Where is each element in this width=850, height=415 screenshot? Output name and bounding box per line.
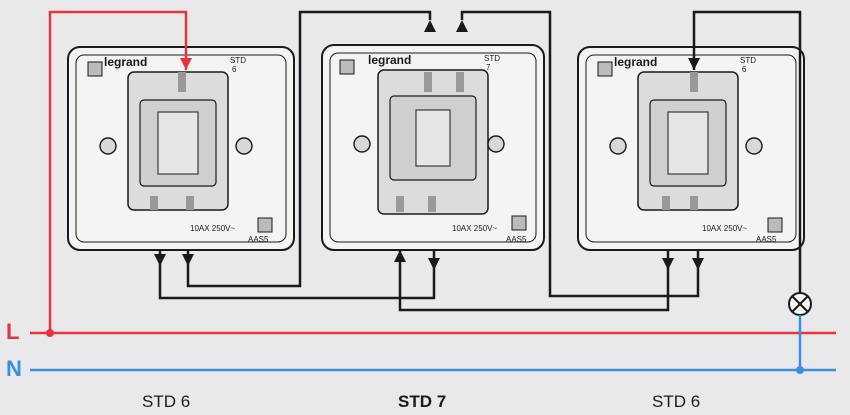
switch-1-code: AAS5: [248, 235, 269, 244]
switch-3-model: STD: [740, 56, 756, 65]
lamp-neutral-wire: [796, 315, 804, 374]
switch-2-brand: legrand: [368, 53, 412, 67]
switch-1-brand: legrand: [104, 55, 148, 69]
switch-3-code: AAS5: [756, 235, 777, 244]
switch-plate-1: [67, 46, 295, 251]
switch-2-model: STD: [484, 54, 500, 63]
caption-switch-3: STD 6: [652, 392, 701, 411]
neutral-rail-label: N: [6, 356, 22, 381]
switch-2-model-num: 7: [486, 63, 491, 72]
switch-2-code: AAS5: [506, 235, 527, 244]
switch-3-model-num: 6: [742, 65, 747, 74]
lamp-cross-icon: [788, 292, 812, 316]
switch-3-rating: 10AX 250V~: [702, 224, 748, 233]
line-feed-wire: [46, 10, 188, 337]
switch-plate-3: [577, 46, 805, 251]
caption-switch-1: STD 6: [142, 392, 191, 411]
switch-3-brand: legrand: [614, 55, 658, 69]
switch-2-rating: 10AX 250V~: [452, 224, 498, 233]
wire-arrows: [154, 20, 704, 270]
switch-plate-2: [321, 44, 545, 251]
line-rail-label: L: [6, 319, 20, 344]
caption-switch-2: STD 7: [398, 392, 447, 411]
switch-1-model: STD: [230, 56, 246, 65]
switch-1-model-num: 6: [232, 65, 237, 74]
switch-1-rating: 10AX 250V~: [190, 224, 236, 233]
traveler-wires: [158, 10, 802, 312]
line-feed-arrow: [180, 58, 192, 70]
